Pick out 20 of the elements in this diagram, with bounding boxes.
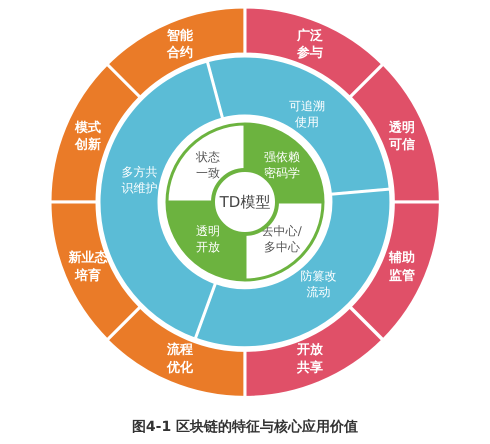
segment-label: 多方共识维护 xyxy=(121,163,158,196)
segment-label: 广泛参与 xyxy=(297,27,324,62)
ring-segment xyxy=(245,306,383,397)
figure-caption: 图4-1 区块链的特征与核心应用价值 xyxy=(130,418,360,436)
segment-label: 流程优化 xyxy=(166,342,193,377)
ring-segment xyxy=(350,64,440,202)
segment-label: 开放共享 xyxy=(297,342,324,377)
segment-label: 辅助监管 xyxy=(389,250,416,285)
ring-segment xyxy=(107,7,245,98)
segment-label: 模式创新 xyxy=(74,119,101,154)
segment-label: 智能合约 xyxy=(166,27,193,62)
segment-label: 透明开放 xyxy=(196,222,220,255)
segment-label: 状态一致 xyxy=(196,149,220,182)
ring-segment xyxy=(107,306,245,397)
segment-label: 防篡改流动 xyxy=(300,268,337,300)
ring-segment xyxy=(245,7,383,98)
segment-label: 可追溯使用 xyxy=(288,97,325,130)
ring-segment xyxy=(350,202,440,340)
segment-label: 透明可信 xyxy=(389,119,416,154)
segment-label: TD模型 xyxy=(218,192,272,212)
